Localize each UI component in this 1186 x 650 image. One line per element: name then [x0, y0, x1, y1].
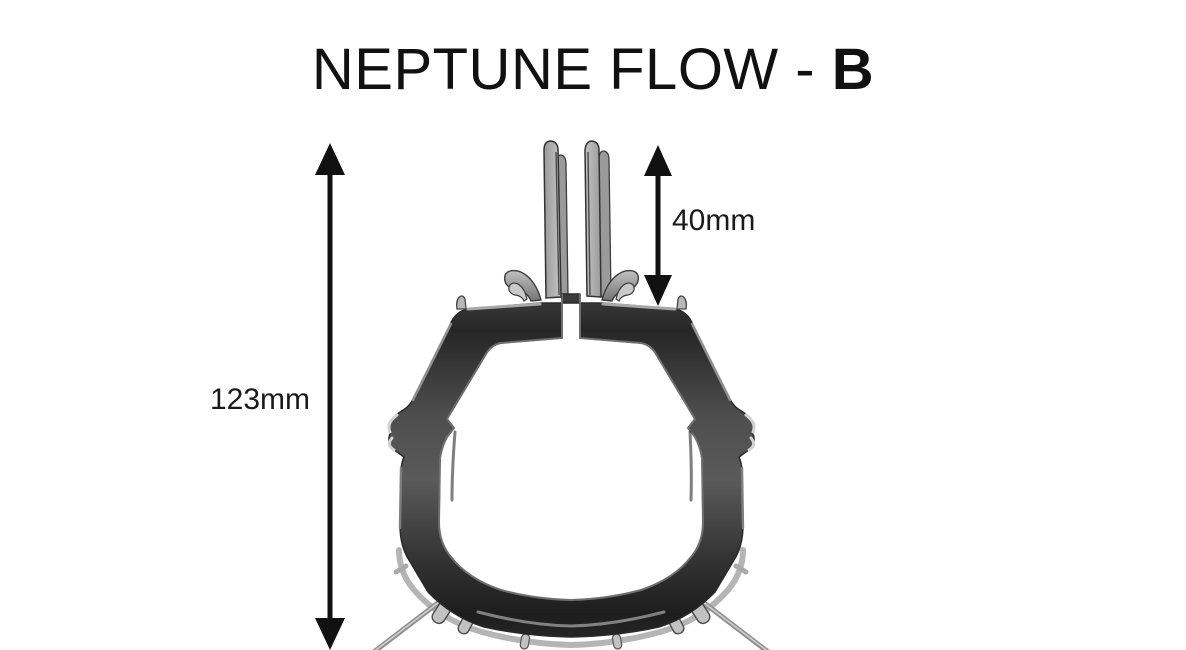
- side-notch-hooks: [387, 413, 756, 452]
- overall-height-label: 123mm: [209, 383, 310, 416]
- overall-height-arrow: [315, 143, 345, 650]
- fin-base-hooks: [503, 269, 640, 302]
- top-fins-back: [555, 150, 612, 298]
- fin-height-label: 40mm: [672, 204, 756, 237]
- fin-height-arrow: [644, 145, 672, 306]
- bottom-whiskers: [372, 593, 770, 650]
- top-fins: [543, 140, 602, 299]
- page-title: NEPTUNE FLOW - B: [0, 36, 1186, 103]
- body-shell: [388, 293, 755, 638]
- page-title-variant: B: [831, 37, 875, 102]
- cavity-edge-highlight: [437, 294, 705, 602]
- fin-right: [584, 140, 602, 298]
- shoulder-horns: [455, 295, 688, 310]
- page-title-main: NEPTUNE FLOW -: [311, 37, 832, 102]
- edge-sheen: [398, 302, 745, 628]
- profile-body: [372, 140, 770, 650]
- bottom-rim: [393, 547, 749, 649]
